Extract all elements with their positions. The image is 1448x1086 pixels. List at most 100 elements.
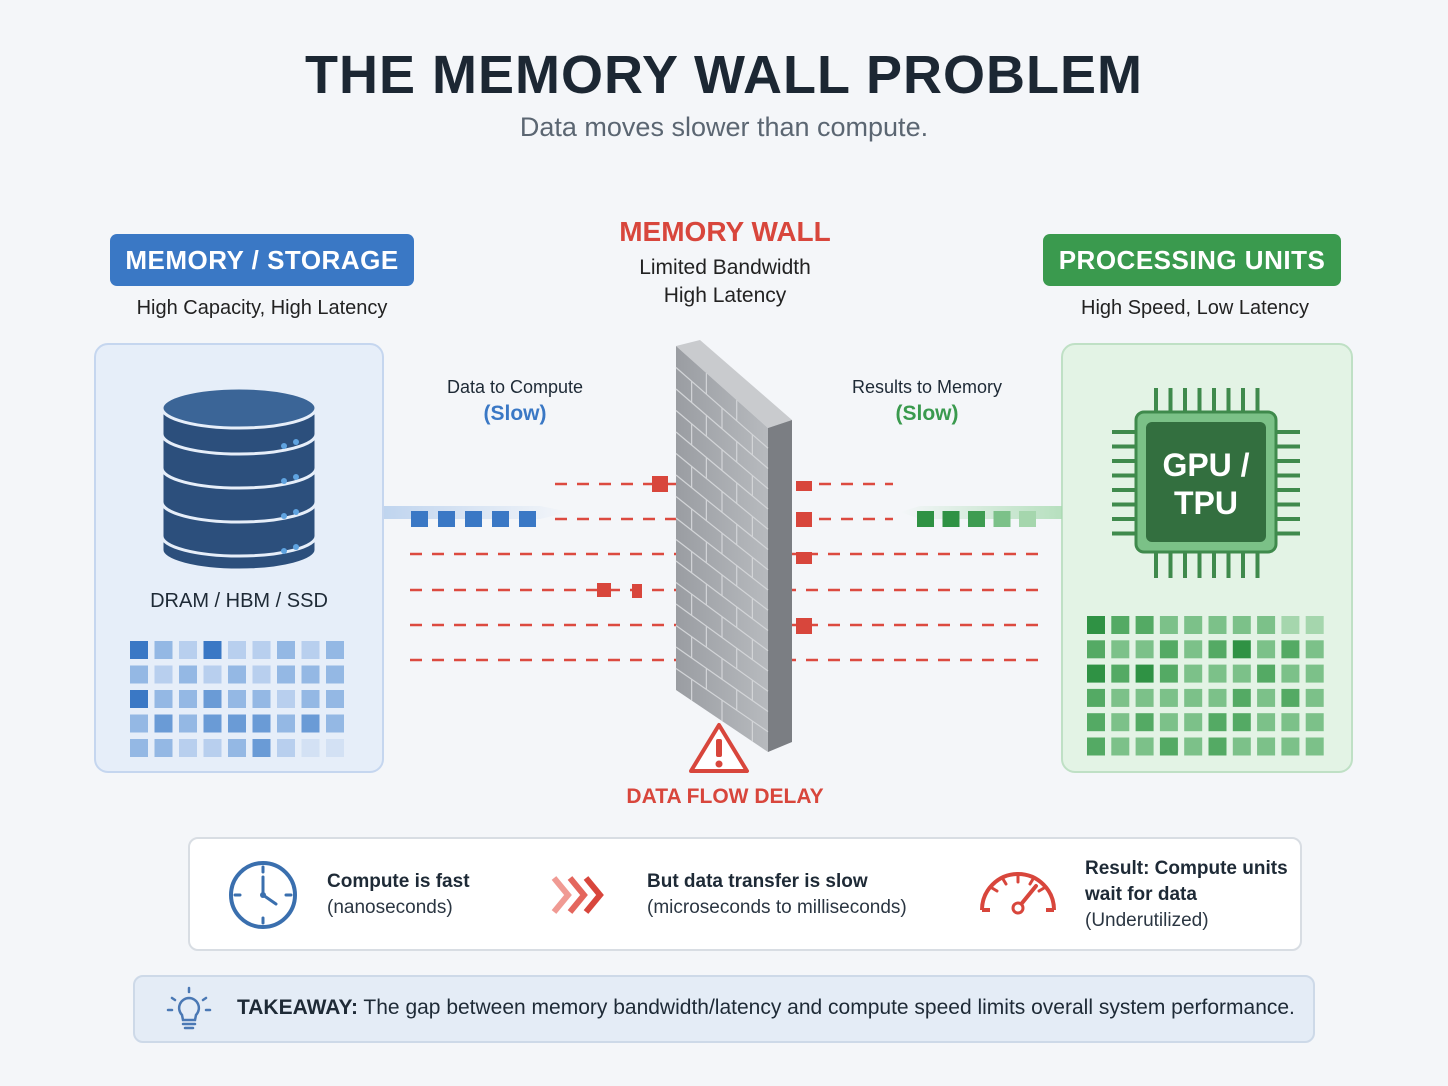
fact-result-line2: wait for data xyxy=(1085,884,1197,905)
memory-wall-bandwidth-note: Limited Bandwidth xyxy=(639,256,811,279)
compute-cell xyxy=(1208,616,1227,634)
data-to-compute-speed: (Slow) xyxy=(483,402,547,425)
memory-cell xyxy=(179,690,197,708)
blocked-packet xyxy=(652,476,668,492)
compute-cell xyxy=(1232,664,1251,683)
result-packet xyxy=(917,511,934,527)
compute-cell xyxy=(1111,713,1130,732)
data-packet xyxy=(465,511,482,527)
compute-cell xyxy=(1159,737,1178,756)
fact-result-detail: (Underutilized) xyxy=(1085,910,1209,931)
memory-storage-badge: MEMORY / STORAGE xyxy=(110,234,414,286)
compute-cell xyxy=(1111,688,1130,707)
memory-cell xyxy=(252,690,271,708)
memory-cell xyxy=(252,665,271,684)
compute-cell xyxy=(1159,713,1178,732)
compute-cell xyxy=(1232,616,1251,634)
memory-cell xyxy=(277,690,295,708)
compute-cell xyxy=(1208,737,1227,756)
compute-cell xyxy=(1305,640,1324,659)
memory-wall-graphic xyxy=(675,340,792,752)
compute-cell xyxy=(1305,688,1324,707)
fact-transfer-slow-detail: (microseconds to milliseconds) xyxy=(647,897,907,918)
speedometer-icon xyxy=(980,872,1056,915)
memory-wall-title: MEMORY WALL xyxy=(619,216,831,247)
chip-label-line2: TPU xyxy=(1174,485,1238,521)
compute-cell xyxy=(1232,640,1251,659)
blocked-packet xyxy=(597,583,611,597)
page-subtitle: Data moves slower than compute. xyxy=(519,112,929,142)
memory-cell xyxy=(179,665,197,684)
memory-cell xyxy=(277,641,295,659)
compute-cell xyxy=(1257,616,1276,634)
memory-cell-grid xyxy=(130,641,344,757)
memory-subtitle: High Capacity, High Latency xyxy=(136,297,388,319)
processing-subtitle: High Speed, Low Latency xyxy=(1081,297,1309,319)
data-to-compute-label: Data to Compute xyxy=(446,377,584,397)
compute-cell xyxy=(1159,664,1178,683)
chip-icon: GPU / TPU xyxy=(1112,388,1300,578)
results-to-memory-speed: (Slow) xyxy=(895,402,959,425)
storage-types-label: DRAM / HBM / SSD xyxy=(150,590,328,612)
data-flow-delay-label: DATA FLOW DELAY xyxy=(626,785,824,808)
memory-cell xyxy=(179,641,197,659)
memory-cell xyxy=(154,641,173,659)
memory-cell xyxy=(179,714,197,733)
compute-cell xyxy=(1135,737,1154,756)
compute-cell xyxy=(1159,616,1178,634)
compute-cell xyxy=(1305,664,1324,683)
data-packet xyxy=(438,511,455,527)
blocked-packet xyxy=(796,481,812,491)
memory-cell xyxy=(277,739,295,757)
memory-cell xyxy=(228,641,246,659)
compute-cell xyxy=(1257,713,1276,732)
compute-cell xyxy=(1305,616,1324,634)
compute-cell xyxy=(1087,688,1105,707)
clock-icon xyxy=(229,861,297,929)
compute-cell xyxy=(1232,713,1251,732)
memory-cell xyxy=(301,714,320,733)
compute-cell xyxy=(1111,664,1130,683)
compute-cell xyxy=(1111,640,1130,659)
blocked-packet xyxy=(632,584,642,598)
memory-cell xyxy=(277,665,295,684)
blocked-packet xyxy=(796,618,812,634)
compute-cell xyxy=(1281,737,1300,756)
takeaway-panel xyxy=(133,975,1315,1043)
fact-transfer-slow: But data transfer is slow xyxy=(647,871,868,892)
memory-cell xyxy=(203,641,222,659)
memory-cell xyxy=(203,665,222,684)
memory-cell xyxy=(252,739,271,757)
memory-cell xyxy=(203,690,222,708)
memory-cell xyxy=(130,739,148,757)
memory-cell xyxy=(228,690,246,708)
compute-cell xyxy=(1281,664,1300,683)
compute-cell xyxy=(1184,664,1203,683)
compute-cell xyxy=(1305,737,1324,756)
processing-units-badge: PROCESSING UNITS xyxy=(1043,234,1341,286)
memory-cell xyxy=(277,714,295,733)
memory-cell xyxy=(130,714,148,733)
memory-cell xyxy=(326,739,344,757)
memory-cell xyxy=(326,641,344,659)
compute-cell xyxy=(1135,713,1154,732)
memory-cell xyxy=(179,739,197,757)
compute-cell xyxy=(1184,640,1203,659)
result-packet xyxy=(968,511,985,527)
memory-cell xyxy=(130,665,148,684)
result-packet xyxy=(1019,511,1036,527)
memory-cell xyxy=(154,665,173,684)
memory-cell xyxy=(228,739,246,757)
memory-cell xyxy=(301,641,320,659)
memory-cell xyxy=(130,690,148,708)
compute-cell xyxy=(1184,713,1203,732)
compute-cell xyxy=(1208,688,1227,707)
blocked-packet xyxy=(796,512,812,527)
data-packet xyxy=(492,511,509,527)
compute-cell xyxy=(1208,640,1227,659)
results-to-memory-label: Results to Memory xyxy=(851,377,1003,397)
fact-compute-fast: Compute is fast xyxy=(327,871,470,892)
compute-cell xyxy=(1087,713,1105,732)
compute-cell xyxy=(1135,640,1154,659)
memory-cell xyxy=(326,690,344,708)
